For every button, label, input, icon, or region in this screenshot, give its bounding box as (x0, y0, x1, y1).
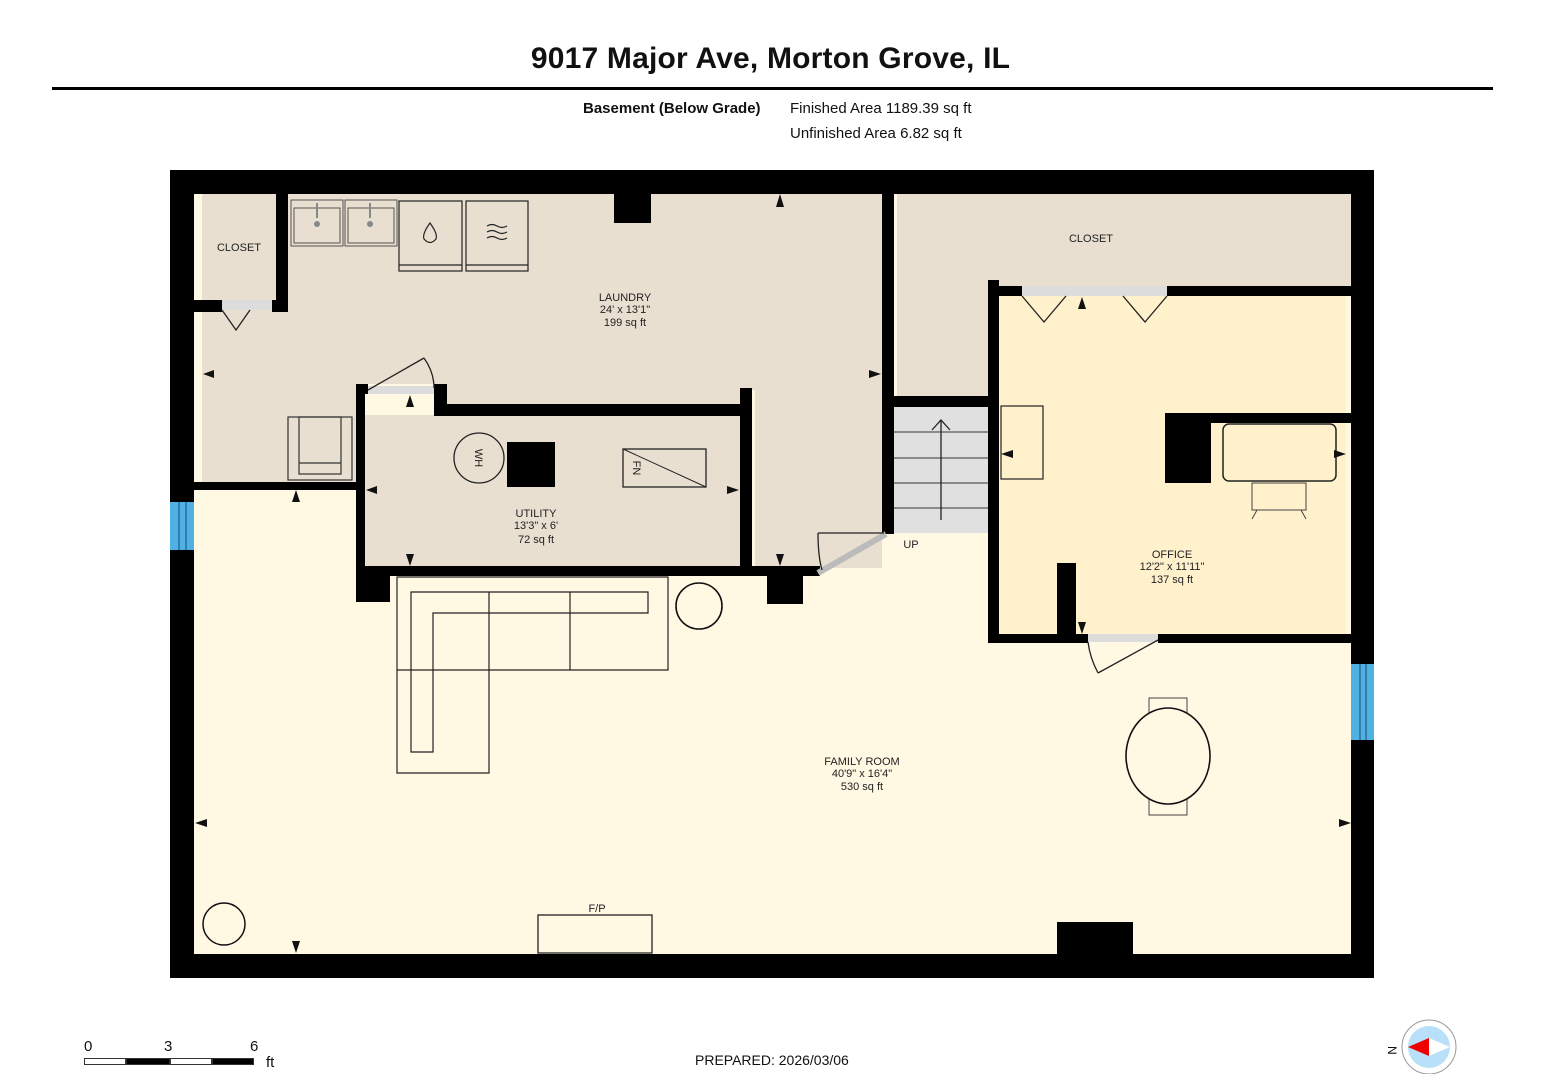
svg-text:530 sq ft: 530 sq ft (841, 781, 883, 793)
washer-icon (398, 200, 463, 272)
svg-text:199 sq ft: 199 sq ft (604, 317, 646, 329)
stairs-up-arrow-icon (931, 419, 951, 520)
fireplace-label: F/P (588, 903, 605, 915)
dryer-icon (465, 200, 529, 272)
water-heater-icon: WH (453, 432, 505, 484)
room-label-office: OFFICE 12'2" x 11'11" 137 sq ft (1140, 549, 1205, 586)
page-title: 9017 Major Ave, Morton Grove, IL (530, 42, 1011, 75)
room-label-closet-left: CLOSET (217, 242, 261, 254)
north-label: N (1385, 1046, 1399, 1055)
svg-text:OFFICE: OFFICE (1152, 549, 1192, 561)
window-right (1351, 664, 1374, 740)
svg-text:24' x 13'1": 24' x 13'1" (600, 304, 650, 316)
fireplace: F/P (537, 903, 653, 954)
laundry-cabinet (287, 416, 353, 481)
svg-text:CLOSET: CLOSET (217, 242, 261, 254)
scale-tick-0: 0 (84, 1038, 93, 1055)
svg-text:FAMILY ROOM: FAMILY ROOM (824, 756, 899, 768)
side-table (675, 582, 723, 630)
dimension-arrow-icons (195, 194, 1351, 953)
svg-text:137 sq ft: 137 sq ft (1151, 574, 1193, 586)
fn-label: FN (630, 461, 642, 476)
scale-unit: ft (266, 1054, 275, 1071)
laundry-floor (202, 194, 882, 568)
svg-text:LAUNDRY: LAUNDRY (599, 292, 652, 304)
sink-icon (290, 199, 398, 247)
scale-tick-6: 6 (250, 1038, 259, 1055)
svg-text:12'2" x 11'11": 12'2" x 11'11" (1140, 561, 1205, 573)
level-label: Basement (Below Grade) (583, 100, 761, 117)
closet-right-floor (897, 194, 1351, 396)
title-divider (52, 87, 1493, 90)
stairs-up-label: UP (903, 539, 918, 551)
closet-left-floor (202, 194, 276, 300)
door-swings (221, 295, 1168, 674)
wh-label: WH (472, 449, 484, 467)
room-label-laundry: LAUNDRY 24' x 13'1" 199 sq ft (599, 292, 652, 329)
unfinished-area: Unfinished Area 6.82 sq ft (790, 125, 962, 142)
sectional-sofa (396, 576, 669, 774)
room-label-utility: UTILITY 13'3" x 6' 72 sq ft (514, 508, 558, 546)
utility-column (507, 442, 555, 487)
svg-text:CLOSET: CLOSET (1069, 233, 1113, 245)
interior-walls (194, 194, 1351, 962)
svg-text:40'9" x 16'4": 40'9" x 16'4" (832, 768, 892, 780)
room-label-closet-right: CLOSET (1069, 233, 1113, 245)
dining-table (1125, 697, 1211, 816)
scale-tick-3: 3 (164, 1038, 173, 1055)
furnace-icon: FN (622, 448, 707, 488)
office-cabinet (1000, 405, 1044, 480)
svg-text:13'3" x 6': 13'3" x 6' (514, 520, 558, 532)
finished-area: Finished Area 1189.39 sq ft (790, 100, 972, 117)
prepared-date: PREPARED: 2026/03/06 (695, 1052, 849, 1068)
desk-chair-icon (1251, 482, 1307, 520)
window-left (170, 502, 194, 550)
svg-text:72 sq ft: 72 sq ft (518, 534, 554, 546)
door-openings (222, 286, 1167, 642)
utility-floor (365, 415, 740, 567)
compass-icon: N (1385, 1019, 1457, 1074)
svg-text:UTILITY: UTILITY (516, 508, 558, 520)
round-post (202, 902, 246, 946)
room-label-family-room: FAMILY ROOM 40'9" x 16'4" 530 sq ft (824, 756, 899, 793)
